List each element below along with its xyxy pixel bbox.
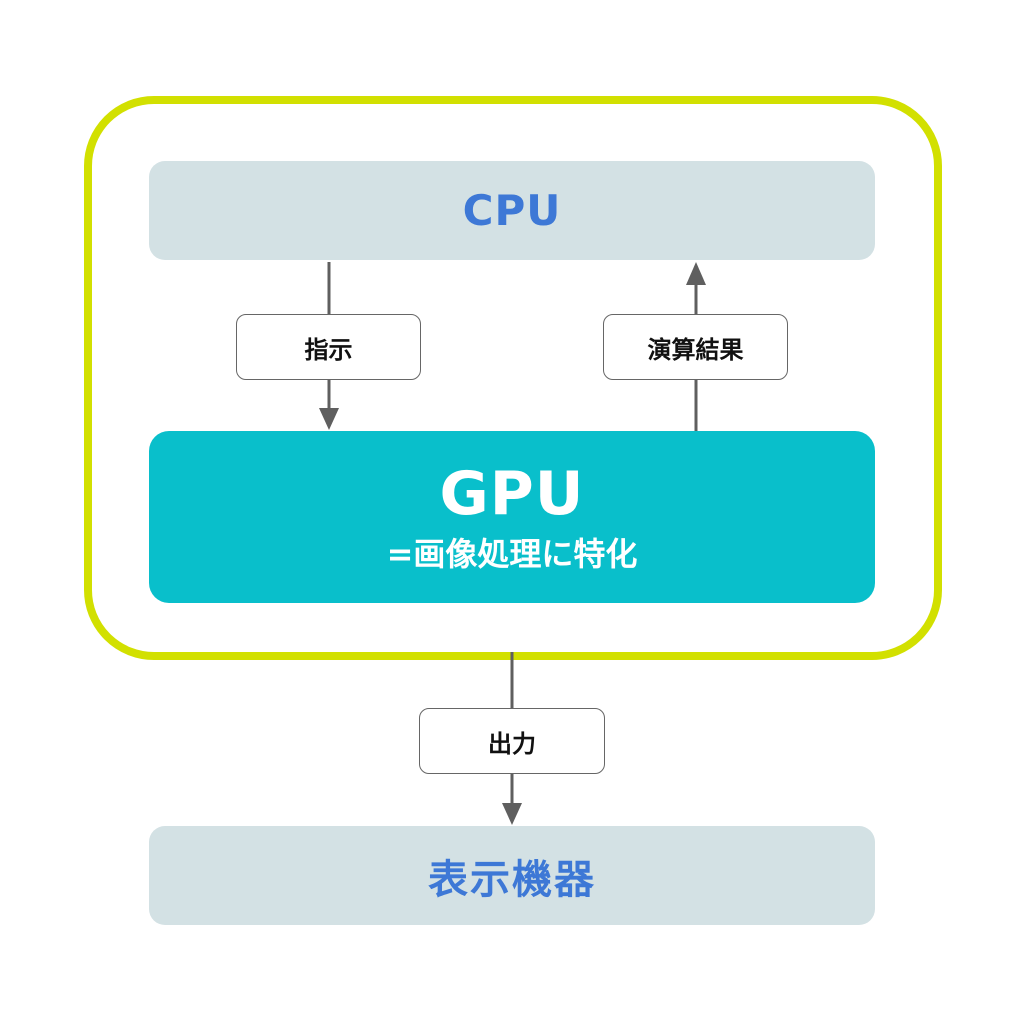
output-label-box: 出力 <box>419 708 605 774</box>
instruction-label-box: 指示 <box>236 314 421 380</box>
gpu-sublabel: =画像処理に特化 <box>386 535 638 573</box>
result-label-box: 演算結果 <box>603 314 788 380</box>
cpu-label: CPU <box>462 186 562 235</box>
instruction-label: 指示 <box>304 335 353 364</box>
output-arrowhead <box>502 803 522 825</box>
display-label: 表示機器 <box>428 856 596 903</box>
gpu-label: GPU <box>439 459 585 529</box>
gpu-node: GPU =画像処理に特化 <box>149 431 875 603</box>
result-label: 演算結果 <box>647 335 744 364</box>
display-node: 表示機器 <box>149 826 875 925</box>
output-label: 出力 <box>488 729 536 758</box>
cpu-node: CPU <box>149 161 875 260</box>
